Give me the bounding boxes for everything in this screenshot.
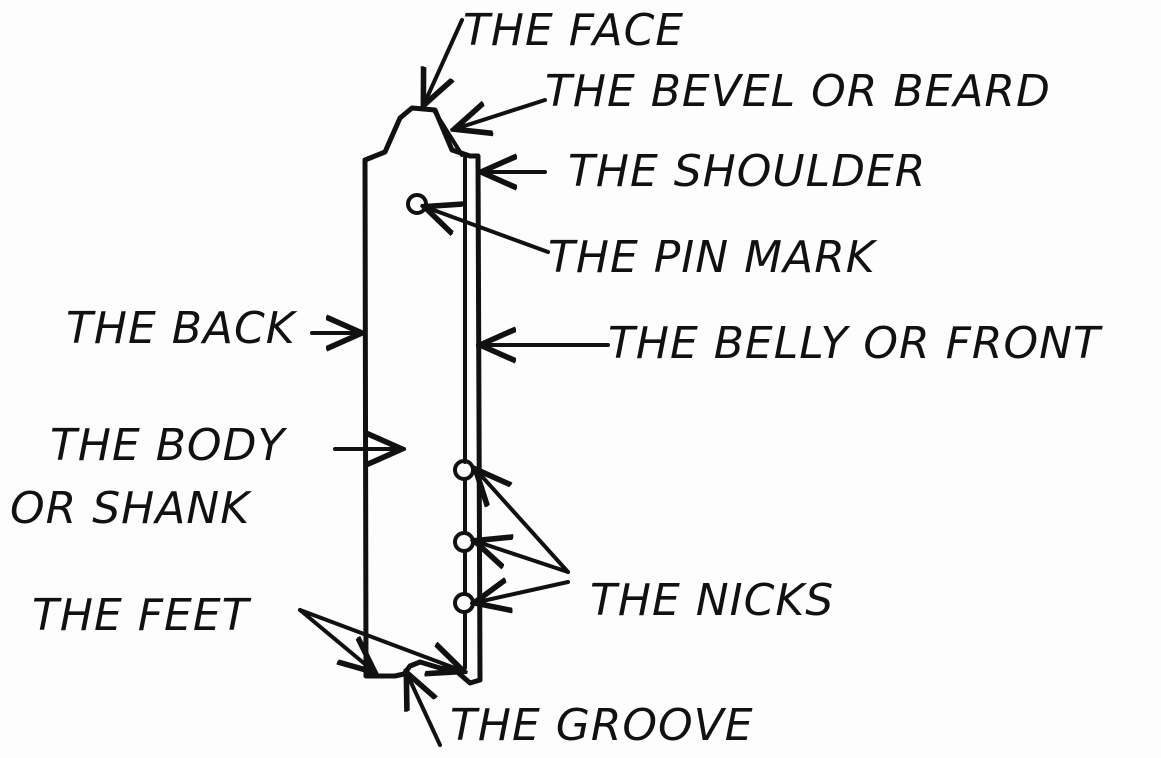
label-shoulder: THE SHOULDER: [568, 146, 926, 197]
type-body-outline: [362, 105, 483, 686]
leader-arrows: [298, 18, 610, 747]
label-bevel: THE BEVEL OR BEARD: [545, 66, 1051, 117]
nick-arrow-1: [478, 472, 570, 574]
bevel-arrow: [458, 98, 547, 128]
pin-mark: [406, 193, 428, 215]
label-nicks: THE NICKS: [590, 575, 834, 626]
label-back: THE BACK: [66, 303, 298, 354]
bevel-edge: [433, 110, 464, 157]
label-body-line2: OR SHANK: [10, 483, 252, 534]
pin-mark-arrow: [428, 208, 550, 254]
label-groove: THE GROOVE: [450, 700, 754, 751]
nick-arrow-3: [478, 582, 570, 602]
label-belly: THE BELLY OR FRONT: [608, 318, 1103, 369]
label-body-line1: THE BODY: [50, 420, 287, 471]
nick-arrow-2: [478, 542, 570, 574]
nick-3: [453, 592, 475, 614]
label-pin-mark: THE PIN MARK: [548, 232, 878, 283]
type-piece: [362, 105, 483, 686]
nick-2: [453, 531, 475, 553]
feet-arrow-2: [298, 608, 460, 670]
face-arrow: [425, 18, 464, 102]
label-face: THE FACE: [463, 5, 684, 56]
label-feet: THE FEET: [32, 590, 252, 641]
groove-arrow: [408, 676, 442, 747]
feet-arrow-1: [298, 608, 372, 670]
